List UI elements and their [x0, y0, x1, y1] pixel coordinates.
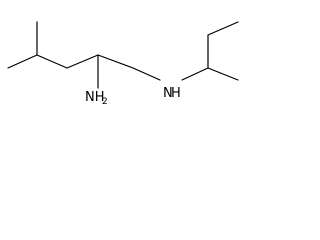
amino-subscript: 2 — [102, 97, 108, 107]
amine-h-letter: H — [171, 86, 181, 101]
amine-n-label: N H — [163, 86, 181, 101]
amino-nh-text: NH — [85, 90, 105, 105]
bond-c7-c8 — [207, 67, 239, 81]
bond-c2-c4 — [36, 54, 68, 69]
bond-c6-n — [132, 67, 161, 81]
bond-lines — [7, 21, 239, 89]
amino-group-label: NH 2 — [85, 90, 108, 107]
bond-c1-c2 — [7, 54, 38, 69]
bond-c4-c5 — [66, 54, 99, 69]
bond-c9-c10 — [207, 21, 239, 36]
amine-n-letter: N — [163, 86, 173, 101]
chemical-structure: N H NH 2 — [7, 21, 239, 107]
bond-c5-c6 — [97, 54, 134, 69]
bond-n-c7 — [181, 67, 209, 81]
